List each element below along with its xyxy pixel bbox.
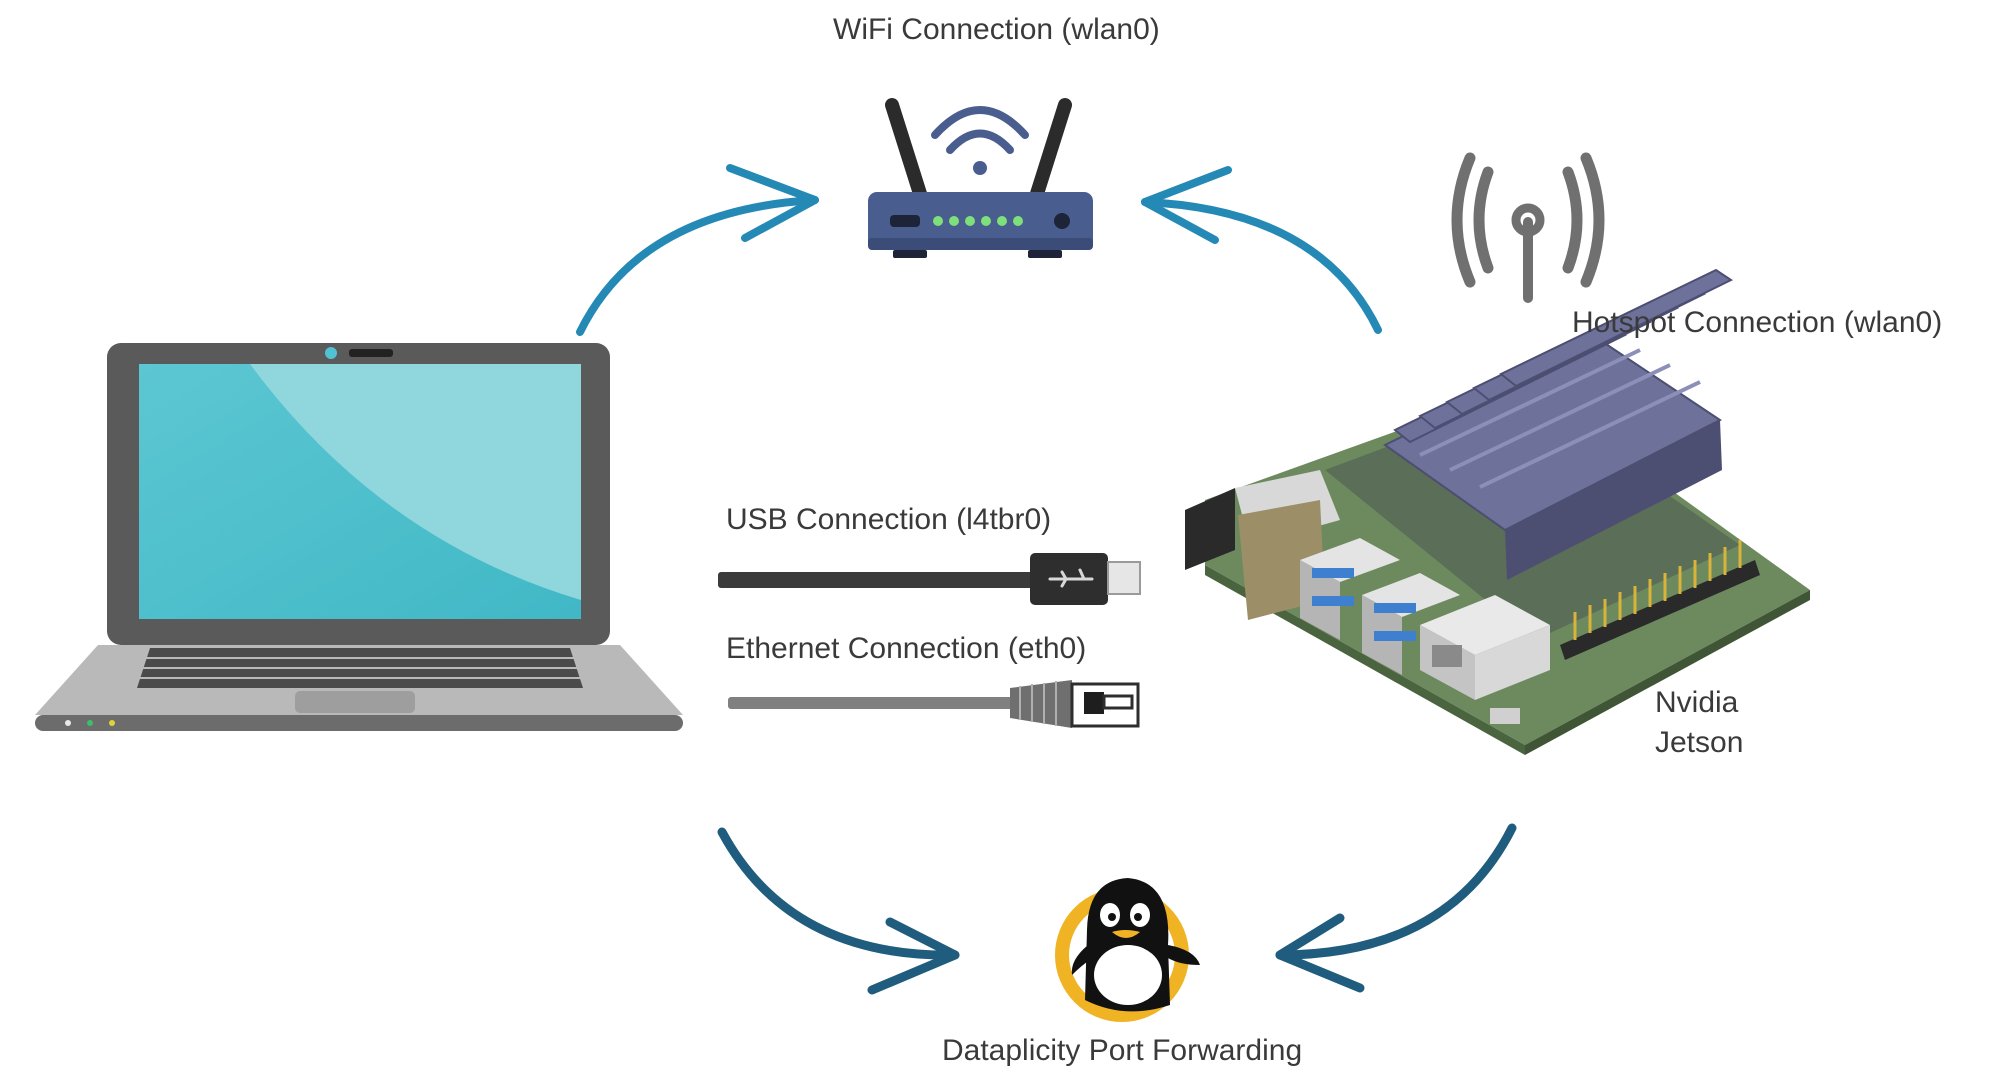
ethernet-cable-icon [728,680,1140,728]
jetson-label-line2: Jetson [1655,726,1744,759]
arrow-jetson-to-router [1141,166,1382,334]
dataplicity-label: Dataplicity Port Forwarding [942,1034,1303,1067]
hotspot-antenna-icon [1451,152,1605,303]
usb-connection-label: USB Connection (l4tbr0) [726,503,1052,536]
usb-ports [1300,538,1460,675]
gpio-header [1560,540,1760,660]
jetson-label-line1: Nvidia [1655,686,1739,719]
dataplicity-penguin-icon [1055,878,1200,1022]
arrow-jetson-to-dataplicity [1275,823,1517,993]
hotspot-connection-label: Hotspot Connection (wlan0) [1572,306,1943,339]
wifi-router-icon [868,98,1093,258]
ethernet-connection-label: Ethernet Connection (eth0) [726,632,1087,665]
laptop-icon [35,343,683,731]
arrow-laptop-to-router [576,164,819,336]
arrow-laptop-to-dataplicity [717,827,960,995]
ethernet-port [1420,595,1550,700]
nvidia-jetson-board-icon [1185,268,1810,755]
wifi-connection-label: WiFi Connection (wlan0) [833,13,1160,46]
usb-cable-icon [718,553,1141,605]
